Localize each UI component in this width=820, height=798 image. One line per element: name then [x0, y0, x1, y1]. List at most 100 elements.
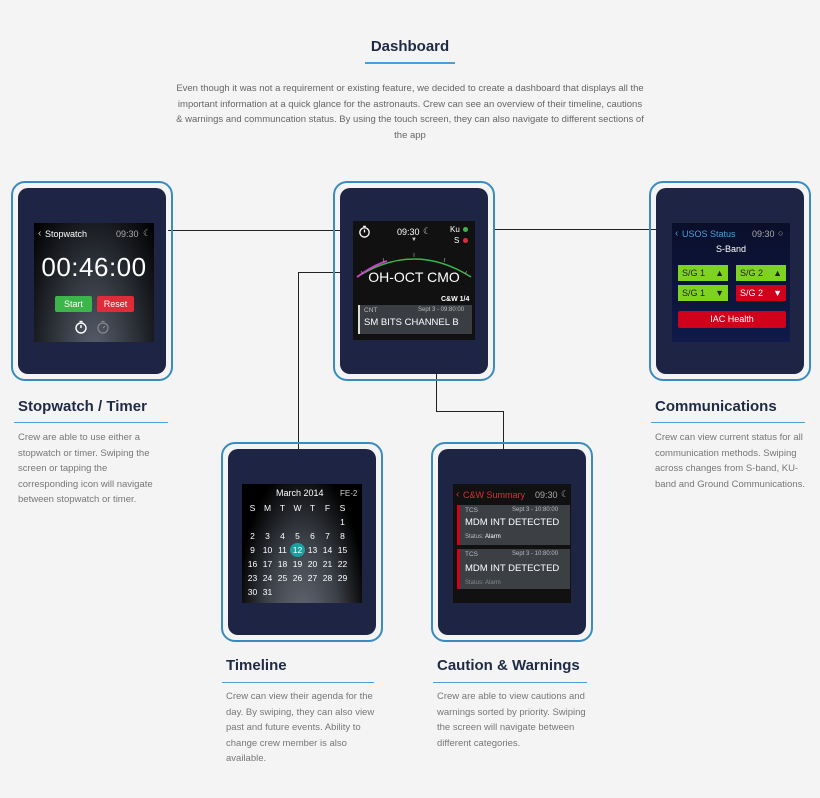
- calendar-day[interactable]: 15: [337, 545, 348, 555]
- comms-section-title: Communications: [655, 398, 777, 415]
- page-title: Dashboard: [370, 38, 450, 55]
- calendar-day[interactable]: 7: [325, 531, 330, 541]
- calendar-day[interactable]: 13: [307, 545, 318, 555]
- timeline-marker-icon: ▼: [411, 237, 417, 243]
- timeline-section-text: Crew can view their agenda for the day. …: [226, 691, 375, 765]
- calendar-day[interactable]: 16: [247, 559, 258, 569]
- calendar-day[interactable]: 30: [247, 587, 258, 597]
- page-dots: [720, 333, 738, 342]
- moon-icon: ☾: [423, 226, 432, 236]
- timeline-arc: [356, 253, 472, 278]
- stopwatch-display: 00:46:00: [41, 252, 147, 282]
- calendar-day[interactable]: 3: [265, 531, 270, 541]
- weekday-label: F: [324, 503, 331, 513]
- calendar-day[interactable]: 6: [310, 531, 315, 541]
- next-event-card[interactable]: CNT Sept 3 - 09:80:00 SM BITS CHANNEL B: [358, 305, 472, 334]
- calendar-day[interactable]: 24: [262, 573, 273, 583]
- sg1-down-status[interactable]: S/G 1 ▼: [678, 285, 728, 301]
- calendar-day[interactable]: 17: [262, 559, 273, 569]
- connector-comms: [494, 229, 656, 230]
- arrow-up-icon: ▲: [773, 268, 782, 278]
- calendar-day[interactable]: 9: [250, 545, 255, 555]
- calendar-day[interactable]: 23: [247, 573, 258, 583]
- dashboard-screen[interactable]: 09:30 ☾ ▼ Ku S OH-OCT CMO C&W 1/4 CNT Se…: [353, 221, 475, 340]
- cw-screen[interactable]: ‹ C&W Summary 09:30 ☾ TCS Sept 3 - 10:80…: [453, 484, 571, 603]
- usos-status-label[interactable]: USOS Status: [682, 229, 736, 239]
- calendar-day[interactable]: 2: [250, 531, 255, 541]
- calendar-day[interactable]: 5: [295, 531, 300, 541]
- stopwatch-icon[interactable]: [74, 320, 88, 334]
- calendar-day[interactable]: 21: [322, 559, 333, 569]
- cw-item[interactable]: TCS Sept 3 - 10:80:00 MDM INT DETECTED S…: [457, 505, 570, 545]
- back-chevron-icon[interactable]: ‹: [456, 489, 460, 500]
- sg1-down-label: S/G 1: [682, 288, 706, 298]
- stopwatch-label[interactable]: Stopwatch: [45, 229, 88, 239]
- calendar-day[interactable]: 20: [307, 559, 318, 569]
- calendar-day[interactable]: 25: [277, 573, 288, 583]
- ku-label: Ku: [450, 225, 460, 234]
- calendar-day[interactable]: 8: [340, 531, 345, 541]
- connector-cw-h: [436, 411, 504, 412]
- calendar-day[interactable]: 28: [322, 573, 333, 583]
- weekday-label: T: [309, 503, 316, 513]
- cw-summary-label[interactable]: C&W Summary: [463, 490, 526, 500]
- calendar-day[interactable]: 31: [262, 587, 273, 597]
- comms-screen[interactable]: ‹ USOS Status 09:30 ○ S-Band S/G 1▲ S/G …: [672, 223, 790, 342]
- calendar-day[interactable]: 19: [292, 559, 303, 569]
- weekday-label: S: [339, 503, 346, 513]
- connector-timeline-h: [298, 272, 364, 273]
- cw-counter[interactable]: C&W 1/4: [441, 296, 470, 303]
- reset-button[interactable]: Reset: [97, 296, 134, 312]
- clock-time: 09:30: [116, 229, 139, 239]
- s-label: S: [454, 236, 460, 245]
- mission-title: OH-OCT CMO: [368, 269, 460, 285]
- comms-frame: ‹ USOS Status 09:30 ○ S-Band S/G 1▲ S/G …: [649, 181, 811, 381]
- timer-icon[interactable]: [96, 320, 110, 334]
- connector-timeline-v: [298, 272, 299, 450]
- sg1-up-status[interactable]: S/G 1▲: [678, 265, 728, 281]
- dashboard-frame: 09:30 ☾ ▼ Ku S OH-OCT CMO C&W 1/4 CNT Se…: [333, 181, 495, 381]
- clock-time: 09:30: [752, 229, 775, 239]
- calendar-day[interactable]: 22: [337, 559, 348, 569]
- crew-selector[interactable]: FE-2: [340, 489, 358, 498]
- calendar-day[interactable]: 10: [262, 545, 273, 555]
- ku-status-dot: [463, 227, 468, 232]
- back-chevron-icon[interactable]: ‹: [675, 228, 679, 239]
- stopwatch-section-text: Crew are able to use either a stopwatch …: [18, 432, 153, 506]
- calendar-week-row: 1: [245, 515, 361, 529]
- back-chevron-icon[interactable]: ‹: [38, 228, 42, 239]
- calendar-day[interactable]: 14: [322, 545, 333, 555]
- cw-date: Sept 3 - 10:80:00: [512, 507, 559, 513]
- calendar-day[interactable]: 29: [337, 573, 348, 583]
- iac-health-button[interactable]: IAC Health: [678, 311, 786, 328]
- calendar-day[interactable]: 18: [277, 559, 288, 569]
- cw-title: MDM INT DETECTED: [465, 517, 560, 528]
- calendar-day[interactable]: 27: [307, 573, 318, 583]
- calendar-day-selected[interactable]: 12: [290, 543, 305, 557]
- band-label: S-Band: [715, 244, 747, 254]
- calendar-day[interactable]: 4: [280, 531, 285, 541]
- event-date: Sept 3 - 09:80:00: [418, 307, 465, 313]
- stopwatch-screen[interactable]: ‹ Stopwatch 09:30 ☾ 00:46:00 Start Reset: [34, 223, 154, 342]
- cw-item[interactable]: TCS Sept 3 - 10:80:00 MDM INT DETECTED S…: [457, 549, 570, 589]
- calendar-day[interactable]: 11: [278, 545, 287, 555]
- stopwatch-shortcut-icon[interactable]: [358, 225, 371, 238]
- cw-tag: TCS: [465, 507, 478, 514]
- sg2-up-status[interactable]: S/G 2▲: [736, 265, 786, 281]
- calendar-day[interactable]: 1: [340, 517, 345, 527]
- calendar-day[interactable]: 26: [292, 573, 303, 583]
- cw-status: Status: Alarm: [465, 580, 501, 586]
- calendar-month: March 2014: [276, 488, 324, 498]
- arrow-down-icon: ▼: [715, 288, 724, 298]
- sg2-down-status[interactable]: S/G 2▼: [736, 285, 786, 301]
- start-button[interactable]: Start: [55, 296, 92, 312]
- timeline-section-title: Timeline: [226, 657, 287, 674]
- weekday-label: S: [249, 503, 256, 513]
- stopwatch-device: ‹ Stopwatch 09:30 ☾ 00:46:00 Start Reset: [18, 188, 166, 374]
